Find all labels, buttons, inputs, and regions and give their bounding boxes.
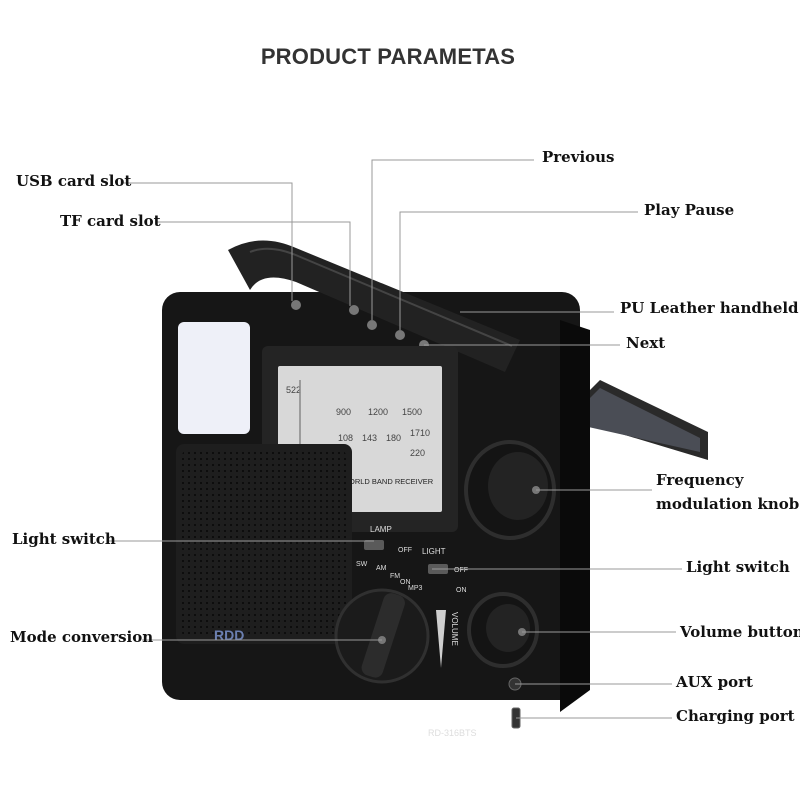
play-pause-button-marker	[395, 330, 405, 340]
solar-panel-cells	[566, 388, 700, 452]
mode-label-sw: SW	[356, 561, 368, 568]
lamp-window	[178, 322, 250, 434]
light-label: LIGHT	[422, 547, 446, 556]
usb-slot-marker	[291, 300, 301, 310]
speaker-holes	[182, 450, 346, 638]
lamp-switch	[364, 540, 384, 550]
label-light-switch-right: Light switch	[686, 558, 790, 576]
page-title: PRODUCT PARAMETAS	[260, 44, 516, 69]
label-volume-button: Volume button	[680, 623, 800, 641]
handle-stitching	[249, 247, 513, 347]
dial-row-1-text: 1710	[410, 428, 430, 438]
dial-row-1-text: 1200	[368, 407, 388, 417]
label-frequency-knob: Frequency modulation knob	[656, 471, 800, 513]
dial-row-2-text: 143	[362, 433, 377, 443]
leader-lines	[108, 159, 682, 719]
light-on-label: ON	[456, 587, 467, 594]
label-usb-card-slot: USB card slot	[16, 172, 132, 190]
dial-row-1-text: 900	[336, 407, 351, 417]
tf-slot-marker	[349, 305, 359, 315]
mode-label-mp3: MP3	[408, 585, 423, 592]
dial-row-1-text: 1500	[402, 407, 422, 417]
previous-button-marker	[367, 320, 377, 330]
leader-usb	[122, 182, 293, 301]
dial-row-2-text: 108	[338, 433, 353, 443]
volume-knob-cap	[486, 604, 530, 652]
label-previous: Previous	[542, 148, 615, 166]
dial-band-text: MP3/FM/AM/SW WORLD BAND RECEIVER	[284, 477, 434, 486]
brand-logo: RDD	[214, 627, 244, 643]
mode-label-fm: FM	[390, 573, 400, 580]
leader-play-pause	[399, 211, 638, 330]
mode-knob-grip	[361, 593, 405, 678]
label-light-switch-left: Light switch	[12, 530, 116, 548]
label-aux-port: AUX port	[676, 673, 753, 691]
leader-tf	[156, 221, 351, 306]
dial-row-1-text: 522	[286, 385, 301, 395]
label-pu-leather: PU Leather handheld	[620, 299, 799, 317]
radio-side	[560, 320, 590, 712]
label-mode-conversion: Mode conversion	[10, 628, 154, 646]
mode-on-label: ON	[400, 579, 411, 586]
light-off-label: OFF	[454, 567, 468, 574]
lamp-off-label: OFF	[398, 547, 412, 554]
mode-label-am: AM	[376, 565, 387, 572]
label-tf-card-slot: TF card slot	[60, 212, 161, 230]
leader-previous	[371, 159, 534, 320]
volume-wedge	[436, 610, 446, 668]
frequency-knob-cap	[488, 452, 548, 520]
label-play-pause: Play Pause	[644, 201, 735, 219]
dial-row-2-text: 220	[410, 448, 425, 458]
lamp-label: LAMP	[370, 525, 392, 534]
model-label: RD-316BTS	[428, 728, 477, 738]
dial-row-2-text: 180	[386, 433, 401, 443]
volume-label: VOLUME	[450, 612, 459, 646]
label-next: Next	[626, 334, 666, 352]
label-charging-port: Charging port	[676, 707, 795, 725]
leather-handle	[228, 240, 520, 372]
